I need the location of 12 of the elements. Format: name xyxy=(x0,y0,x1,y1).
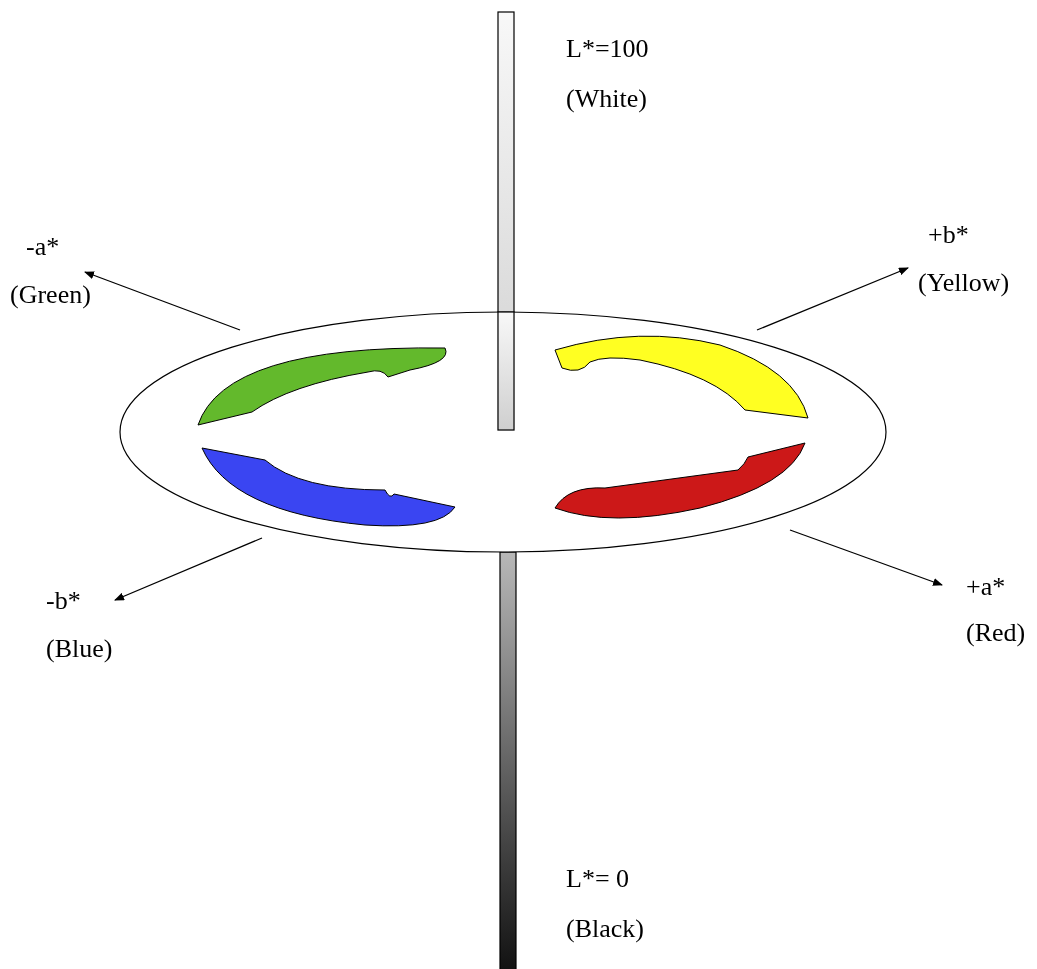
axis-label: (White) xyxy=(566,86,647,112)
axis-label: (Black) xyxy=(566,916,644,942)
axis-label: (Yellow) xyxy=(918,270,1010,296)
axis-label: +a* xyxy=(966,574,1006,600)
axis-label: (Green) xyxy=(10,282,91,308)
axis-label: -b* xyxy=(46,588,81,614)
axis-label: -a* xyxy=(26,234,60,260)
axis-label: (Blue) xyxy=(46,636,113,662)
axis-label: (Red) xyxy=(966,620,1026,646)
axis-label: L*=100 xyxy=(566,36,649,62)
axis-label: L*= 0 xyxy=(566,866,630,892)
axis-label: +b* xyxy=(928,222,969,248)
